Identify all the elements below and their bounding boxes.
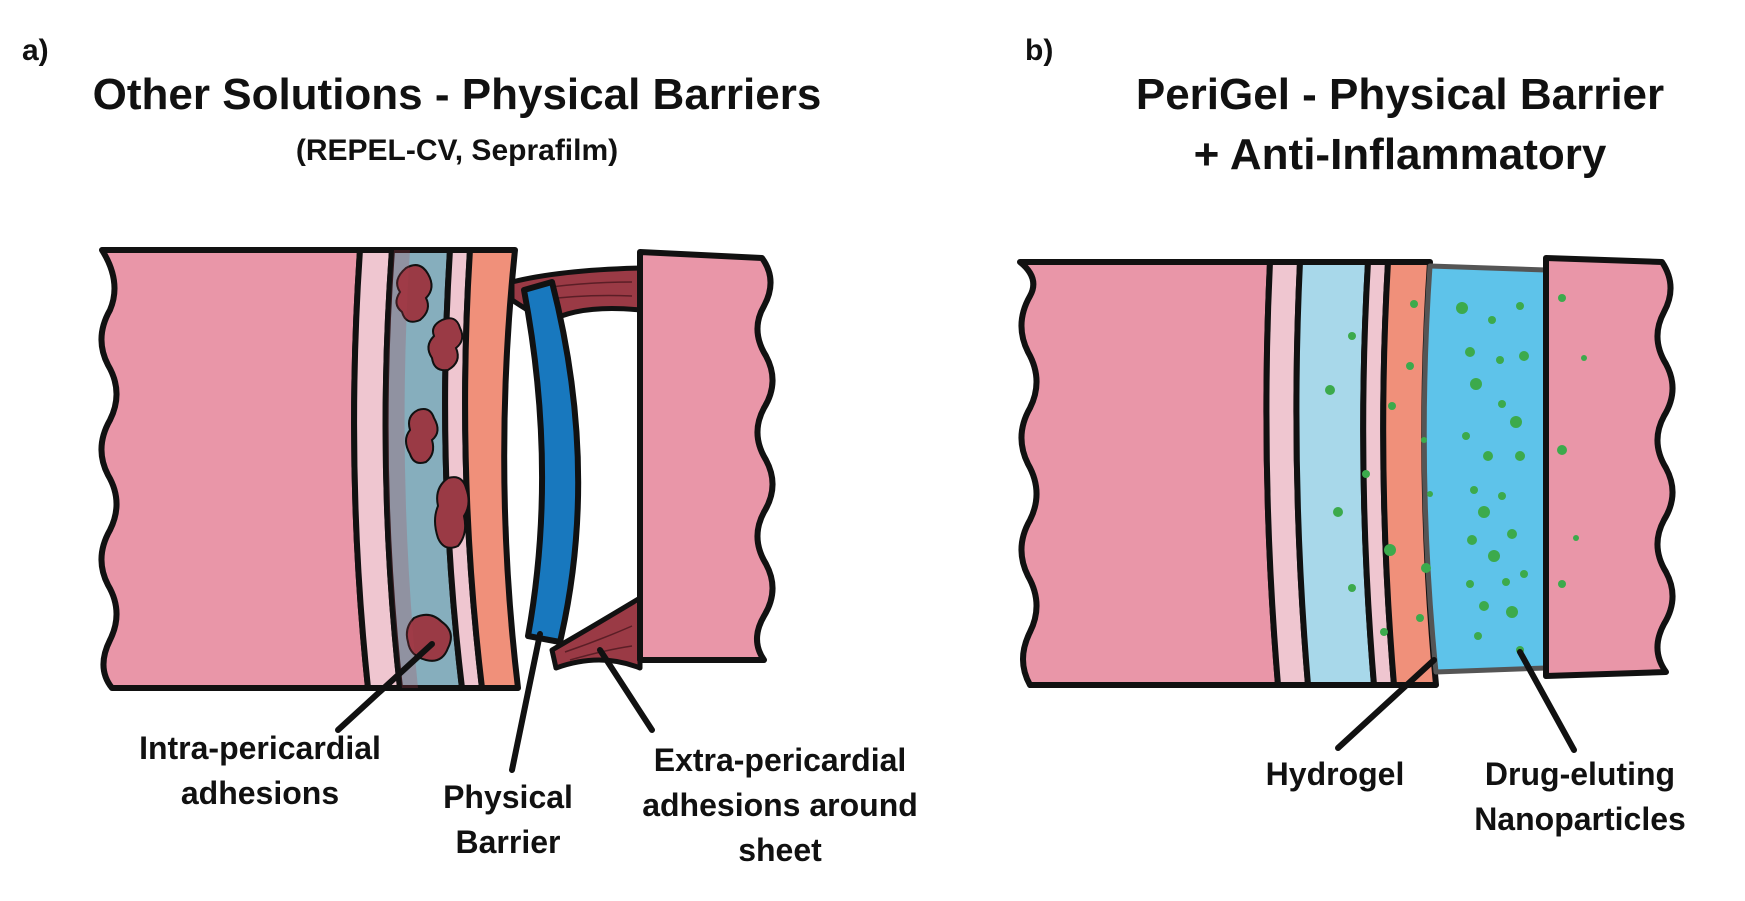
label-drug-eluting-nanoparticles: Drug-eluting Nanoparticles	[1460, 752, 1700, 842]
panel-a-orange-layer	[462, 247, 521, 691]
label-drug-line2: Nanoparticles	[1474, 801, 1686, 837]
panel-a-subtitle: (REPEL-CV, Seprafilm)	[295, 134, 619, 167]
panel-a-physical-barrier	[521, 279, 582, 645]
label-extra-line1: Extra-pericardial	[653, 742, 907, 778]
label-hydrogel: Hydrogel	[1265, 756, 1405, 792]
panel-b-right-tissue	[1543, 255, 1676, 679]
label-intra-pericardial-adhesions: Intra-pericardial adhesions	[120, 726, 400, 816]
panel-a-illustration	[98, 247, 521, 691]
panel-b-nanoparticles-leader	[1517, 649, 1577, 753]
panel-a-letter: a)	[22, 34, 49, 67]
label-barrier-line1: Physical	[443, 779, 573, 815]
panel-a-left-tissue	[98, 247, 371, 691]
label-drug-line1: Drug-eluting	[1484, 756, 1676, 792]
label-extra-line2: adhesions around	[642, 787, 918, 823]
panel-b-gel-layer	[1421, 263, 1549, 675]
panel-a-title: Other Solutions - Physical Barriers	[92, 70, 822, 119]
panel-b-illustration	[1017, 255, 1676, 688]
label-intra-line1: Intra-pericardial	[139, 730, 381, 766]
panel-b-title-line2: + Anti-Inflammatory	[1193, 130, 1607, 179]
label-barrier-line2: Barrier	[455, 824, 561, 860]
panel-a-extra-leader	[597, 647, 655, 733]
panel-b-hydrogel-leader	[1335, 657, 1437, 751]
label-intra-line2: adhesions	[180, 775, 340, 811]
panel-a-intra-adhesions	[395, 264, 470, 662]
panel-b-title-line1: PeriGel - Physical Barrier	[1135, 70, 1665, 119]
label-physical-barrier: Physical Barrier	[418, 775, 598, 865]
panel-a-barrier-leader	[509, 631, 543, 773]
panel-b-nanoparticles	[1325, 294, 1587, 654]
panel-b-left-tissue	[1017, 259, 1281, 688]
panel-a-intra-leader	[335, 641, 435, 733]
label-extra-line3: sheet	[738, 832, 822, 868]
label-extra-pericardial-adhesions: Extra-pericardial adhesions around sheet	[630, 738, 930, 873]
panel-a-right-tissue	[637, 249, 776, 663]
panel-b-letter: b)	[1025, 34, 1054, 67]
